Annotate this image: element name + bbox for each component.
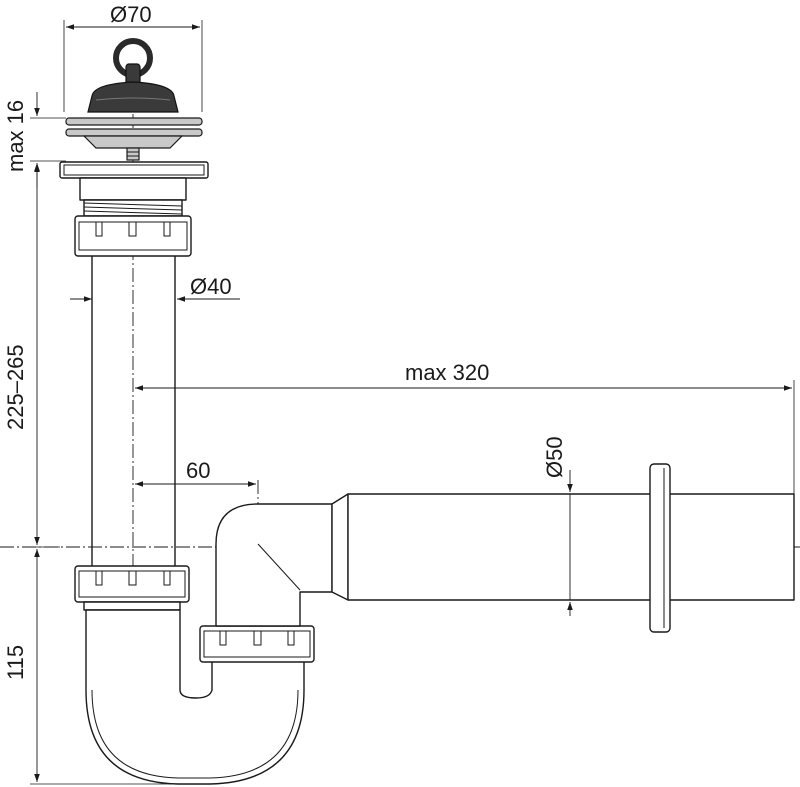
trap-nut bbox=[199, 625, 315, 663]
elbow bbox=[215, 503, 333, 627]
dim-offset: 60 bbox=[135, 458, 256, 487]
strainer-screw bbox=[126, 147, 140, 161]
label-outlet-length: max 320 bbox=[405, 360, 489, 385]
drain-neck bbox=[79, 177, 187, 201]
thread-lines bbox=[83, 202, 183, 215]
u-bend-trap bbox=[85, 609, 305, 785]
dim-trap-depth: 115 bbox=[3, 549, 180, 785]
strainer-cone bbox=[82, 135, 184, 149]
dim-stopper-diameter: Ø70 bbox=[63, 2, 203, 112]
lower-nut bbox=[74, 565, 190, 611]
dim-stopper-height: max 16 bbox=[3, 92, 66, 188]
vertical-tube bbox=[91, 256, 176, 566]
wall-rosette bbox=[649, 463, 671, 633]
strainer bbox=[65, 117, 203, 161]
label-offset: 60 bbox=[186, 458, 210, 483]
reducer bbox=[331, 493, 349, 601]
strainer-plate-2 bbox=[65, 128, 203, 137]
dim-outlet-length: max 320 bbox=[135, 360, 795, 494]
dim-pipe-diameter: Ø40 bbox=[70, 274, 240, 302]
dim-drain-height: 225–265 bbox=[3, 164, 60, 548]
strainer-top-plate bbox=[65, 117, 203, 126]
stopper-cap bbox=[87, 81, 179, 113]
drain-flange bbox=[59, 161, 209, 179]
label-stopper-height: max 16 bbox=[3, 100, 28, 172]
dim-outlet-diameter: Ø50 bbox=[542, 436, 573, 616]
label-pipe-diameter: Ø40 bbox=[190, 274, 232, 299]
label-trap-depth: 115 bbox=[3, 645, 28, 680]
elbow-outlet bbox=[215, 463, 795, 633]
stopper-plug bbox=[87, 38, 179, 113]
outlet-pipe bbox=[347, 493, 795, 601]
label-outlet-diameter: Ø50 bbox=[542, 436, 567, 478]
drain-body bbox=[59, 161, 209, 217]
label-stopper-diameter: Ø70 bbox=[110, 2, 152, 27]
label-drain-height: 225–265 bbox=[3, 344, 28, 430]
upper-nut bbox=[74, 215, 192, 257]
trap-outer bbox=[85, 609, 305, 785]
